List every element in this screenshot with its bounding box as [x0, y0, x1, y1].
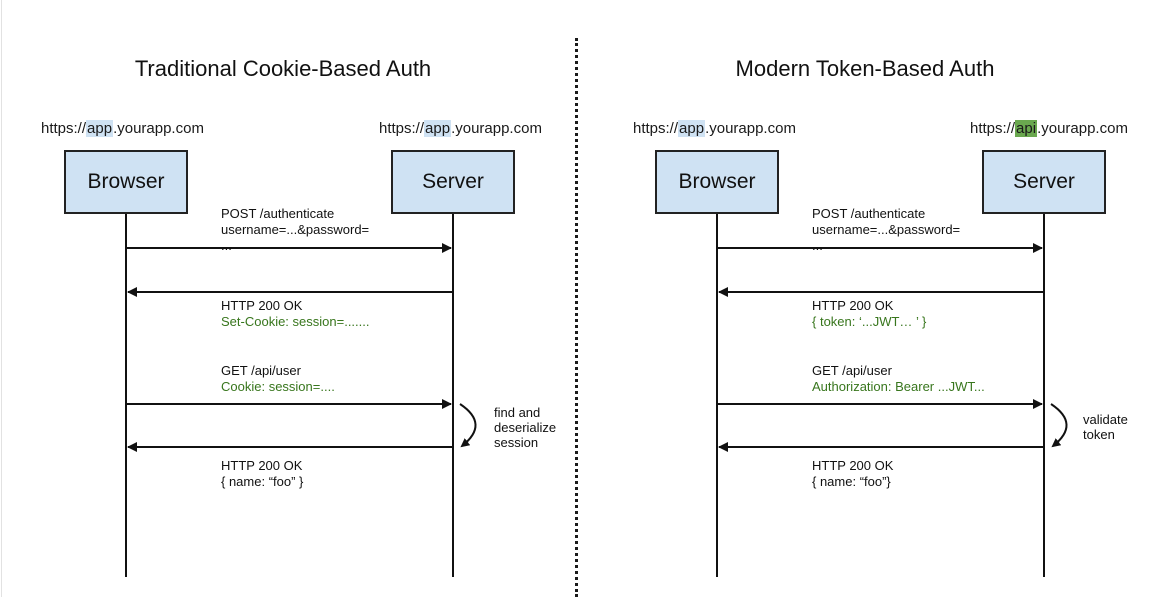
user-response-label: HTTP 200 OK { name: “foo” }	[221, 458, 304, 489]
subdomain-highlight: app	[86, 120, 114, 137]
subdomain-highlight: app	[678, 120, 706, 137]
server-url: https://app.yourapp.com	[379, 120, 542, 137]
self-process-arrow	[1050, 403, 1068, 448]
frame-edge	[1, 0, 2, 597]
panel-divider	[575, 38, 578, 597]
server-lifeline	[452, 214, 454, 577]
client-url: https://app.yourapp.com	[633, 120, 796, 137]
get-user-request-label: GET /api/user Cookie: session=....	[221, 363, 335, 394]
set-cookie-response-label: HTTP 200 OK Set-Cookie: session=.......	[221, 298, 370, 329]
post-authenticate-label: POST /authenticate username=...&password…	[812, 206, 961, 253]
server-lifeline	[1043, 214, 1045, 577]
client-url: https://app.yourapp.com	[41, 120, 204, 137]
user-response-label: HTTP 200 OK { name: “foo”}	[812, 458, 894, 489]
deserialize-session-note: find and deserialize session	[494, 405, 557, 450]
server-url: https://api.yourapp.com	[970, 120, 1128, 137]
server-box: Server	[982, 150, 1106, 214]
token-response-label: HTTP 200 OK { token: ‘...JWT… ’ }	[812, 298, 927, 329]
browser-lifeline	[125, 214, 127, 577]
subdomain-highlight: api	[1015, 120, 1038, 137]
post-authenticate-label: POST /authenticate username=...&password…	[221, 206, 370, 253]
get-user-request-label: GET /api/user Authorization: Bearer ...J…	[812, 363, 985, 394]
panel-title: Traditional Cookie-Based Auth	[134, 56, 432, 81]
self-process-arrow	[459, 403, 477, 448]
panel-title: Modern Token-Based Auth	[735, 56, 995, 81]
subdomain-highlight: app	[424, 120, 452, 137]
browser-lifeline	[716, 214, 718, 577]
validate-token-note: validate token	[1083, 412, 1128, 442]
browser-box: Browser	[64, 150, 188, 214]
server-box: Server	[391, 150, 515, 214]
browser-box: Browser	[655, 150, 779, 214]
